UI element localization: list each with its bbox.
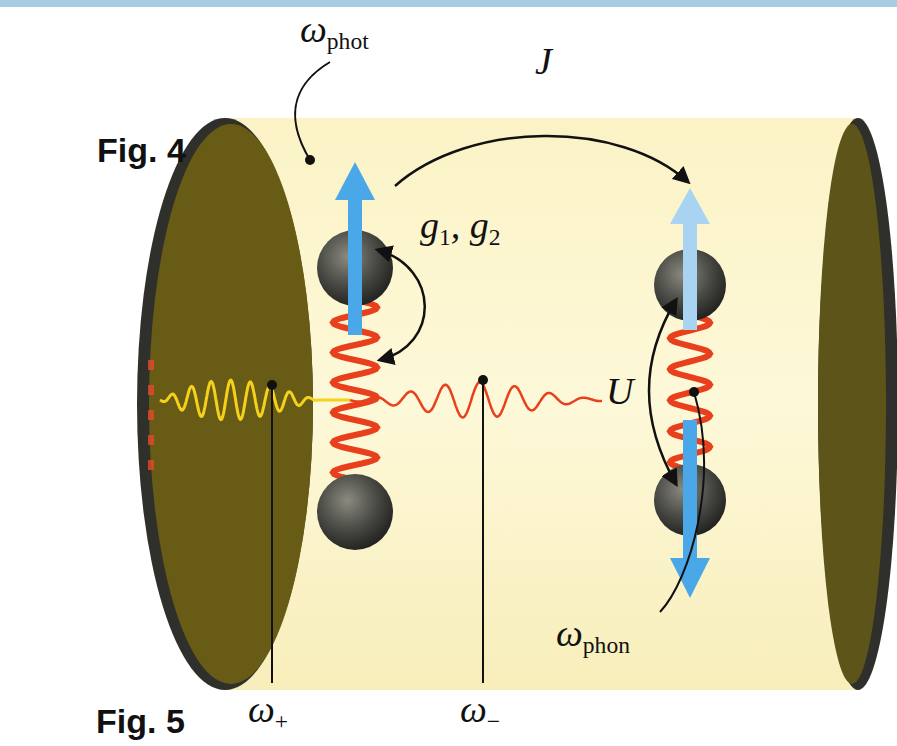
coupling-arrow xyxy=(378,250,425,360)
faded-dipole-arrow xyxy=(683,222,697,330)
upper-polariton-wave xyxy=(160,380,350,420)
laser-dots xyxy=(148,360,154,470)
coupling-label: g1, g2 xyxy=(420,206,501,249)
frequency-label: ω+ xyxy=(248,690,288,733)
top-band xyxy=(0,0,897,7)
leader-dot xyxy=(267,380,277,390)
interaction-arrow xyxy=(649,300,676,484)
right-mirror xyxy=(818,124,886,684)
leader-dot xyxy=(305,155,315,165)
leader-line xyxy=(660,392,704,612)
figure-label: Fig. 5 xyxy=(96,704,185,738)
faded-dipole-arrowhead xyxy=(670,188,710,224)
dipole-arrowhead xyxy=(335,162,375,200)
lower-polariton-wave xyxy=(350,382,602,417)
leader-dot xyxy=(689,387,699,397)
interaction-label: U xyxy=(606,372,633,410)
leader-line xyxy=(295,62,330,160)
hopping-label: J xyxy=(535,42,552,80)
leader-dot xyxy=(478,375,488,385)
cavity-body xyxy=(225,118,858,690)
leader-line xyxy=(271,385,273,683)
left-mirror xyxy=(149,124,313,684)
frequency-label: ωphon xyxy=(556,614,630,657)
hopping-arrow xyxy=(395,136,688,186)
figure-label: Fig. 4 xyxy=(97,133,186,167)
leader-line xyxy=(482,380,484,683)
frequency-label: ω− xyxy=(460,690,500,733)
right-mirror-rim xyxy=(818,118,897,690)
dipole-arrowhead xyxy=(670,558,710,598)
frequency-label: ωphot xyxy=(300,10,369,53)
dipole-arrow xyxy=(348,198,362,335)
atom xyxy=(317,474,393,550)
